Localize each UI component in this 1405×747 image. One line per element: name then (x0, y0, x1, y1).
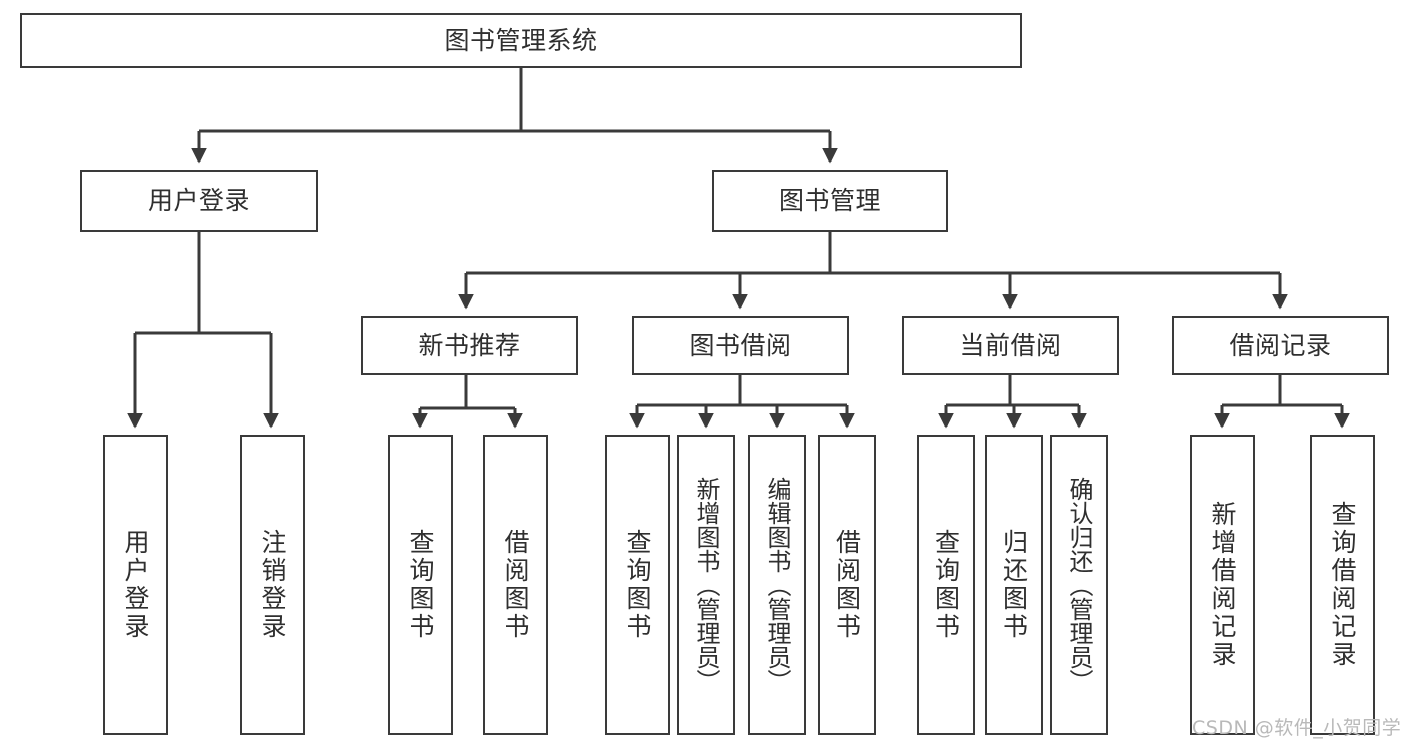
node-label: 图书管理系统 (444, 25, 598, 55)
node-label: 查询图书 (623, 529, 652, 641)
node-leaf-borrow-book-1[interactable]: 借阅图书 (483, 435, 548, 735)
node-leaf-query-book-2[interactable]: 查询图书 (605, 435, 670, 735)
node-leaf-query-record[interactable]: 查询借阅记录 (1310, 435, 1375, 735)
node-leaf-return-book[interactable]: 归还图书 (985, 435, 1043, 735)
node-label: 新书推荐 (418, 330, 521, 360)
node-label: 借阅记录 (1229, 330, 1332, 360)
node-leaf-query-book-1[interactable]: 查询图书 (388, 435, 453, 735)
node-label: 当前借阅 (959, 330, 1062, 360)
node-label: 查询借阅记录 (1328, 501, 1357, 669)
node-label: 查询图书 (406, 529, 435, 641)
node-label: 归还图书 (999, 529, 1029, 641)
node-leaf-query-book-3[interactable]: 查询图书 (917, 435, 975, 735)
node-borrow-record[interactable]: 借阅记录 (1172, 316, 1389, 375)
node-label: 借阅图书 (832, 529, 862, 641)
node-new-book-rec[interactable]: 新书推荐 (361, 316, 578, 375)
node-label: 图书管理 (778, 186, 881, 216)
node-label: 确认归还（管理员） (1065, 477, 1093, 693)
node-leaf-add-book[interactable]: 新增图书（管理员） (677, 435, 735, 735)
node-root[interactable]: 图书管理系统 (20, 13, 1022, 68)
node-leaf-borrow-book-2[interactable]: 借阅图书 (818, 435, 876, 735)
node-book-manage[interactable]: 图书管理 (712, 170, 948, 232)
node-label: 查询图书 (931, 529, 961, 641)
node-label: 注销登录 (258, 529, 287, 641)
node-label: 编辑图书（管理员） (763, 477, 791, 693)
node-current-borrow[interactable]: 当前借阅 (902, 316, 1119, 375)
node-leaf-user-login[interactable]: 用户登录 (103, 435, 168, 735)
node-book-borrow[interactable]: 图书借阅 (632, 316, 849, 375)
node-leaf-edit-book[interactable]: 编辑图书（管理员） (748, 435, 806, 735)
node-label: 新增借阅记录 (1208, 501, 1237, 669)
node-leaf-add-record[interactable]: 新增借阅记录 (1190, 435, 1255, 735)
node-label: 用户登录 (147, 186, 250, 216)
node-leaf-user-logout[interactable]: 注销登录 (240, 435, 305, 735)
node-leaf-confirm-return[interactable]: 确认归还（管理员） (1050, 435, 1108, 735)
node-label: 借阅图书 (501, 529, 530, 641)
node-user-login[interactable]: 用户登录 (80, 170, 318, 232)
node-label: 用户登录 (121, 529, 150, 641)
node-label: 图书借阅 (689, 330, 792, 360)
csdn-watermark: CSDN @软件_小贺同学 (1192, 717, 1402, 739)
node-label: 新增图书（管理员） (692, 477, 720, 693)
